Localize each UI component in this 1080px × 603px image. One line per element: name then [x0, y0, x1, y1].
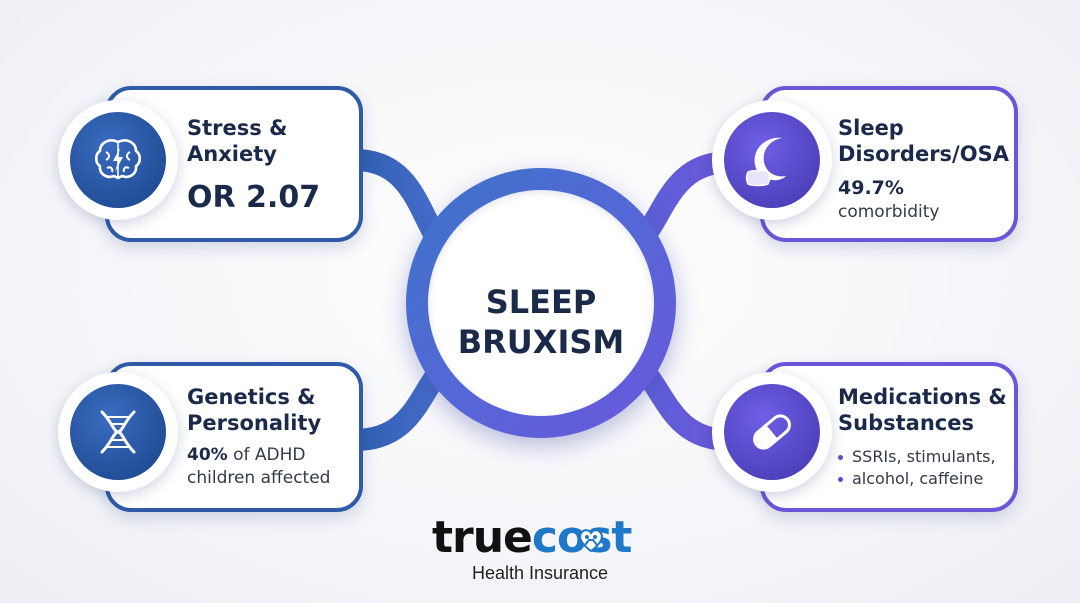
- medications-list: SSRIs, stimulants, alcohol, caffeine: [838, 446, 996, 490]
- sleep-disorders-stat-text: comorbidity: [838, 202, 940, 222]
- center-title: SLEEP BRUXISM: [457, 283, 625, 361]
- genetics-stat-line2: children affected: [187, 468, 331, 488]
- dna-icon: [100, 410, 136, 454]
- genetics-stat-text: of ADHD: [227, 445, 306, 465]
- sleep-disorders-stat-value: 49.7%: [838, 177, 904, 199]
- badge-medications-substances: [712, 372, 832, 492]
- logo-subtitle: Health Insurance: [471, 563, 609, 583]
- pill-capsule-icon: [753, 414, 791, 450]
- logo-word-part1: true: [432, 512, 533, 563]
- genetics-title: Genetics & Personality: [187, 385, 322, 435]
- sleep-disorders-title: Sleep Disorders/OSA: [838, 116, 1009, 166]
- brain-lightning-icon: [94, 139, 142, 180]
- center-hub: SLEEP BRUXISM: [406, 168, 676, 438]
- badge-stress-anxiety: [58, 100, 178, 220]
- logo-wordmark: truecost: [432, 512, 672, 564]
- badge-sleep-disorders: [712, 100, 832, 220]
- badge-genetics-personality: [58, 372, 178, 492]
- family-heart-icon: [579, 529, 603, 553]
- list-item: SSRIs, stimulants,: [838, 446, 996, 468]
- list-item: alcohol, caffeine: [838, 468, 996, 490]
- stress-title: Stress & Anxiety: [187, 116, 288, 166]
- genetics-stat-line1: 40% of ADHD: [187, 444, 306, 466]
- stress-stat: OR 2.07: [187, 180, 321, 215]
- medications-title: Medications & Substances: [838, 385, 1007, 435]
- genetics-stat-value: 40%: [187, 445, 228, 465]
- moon-pillow-icon: [745, 137, 786, 187]
